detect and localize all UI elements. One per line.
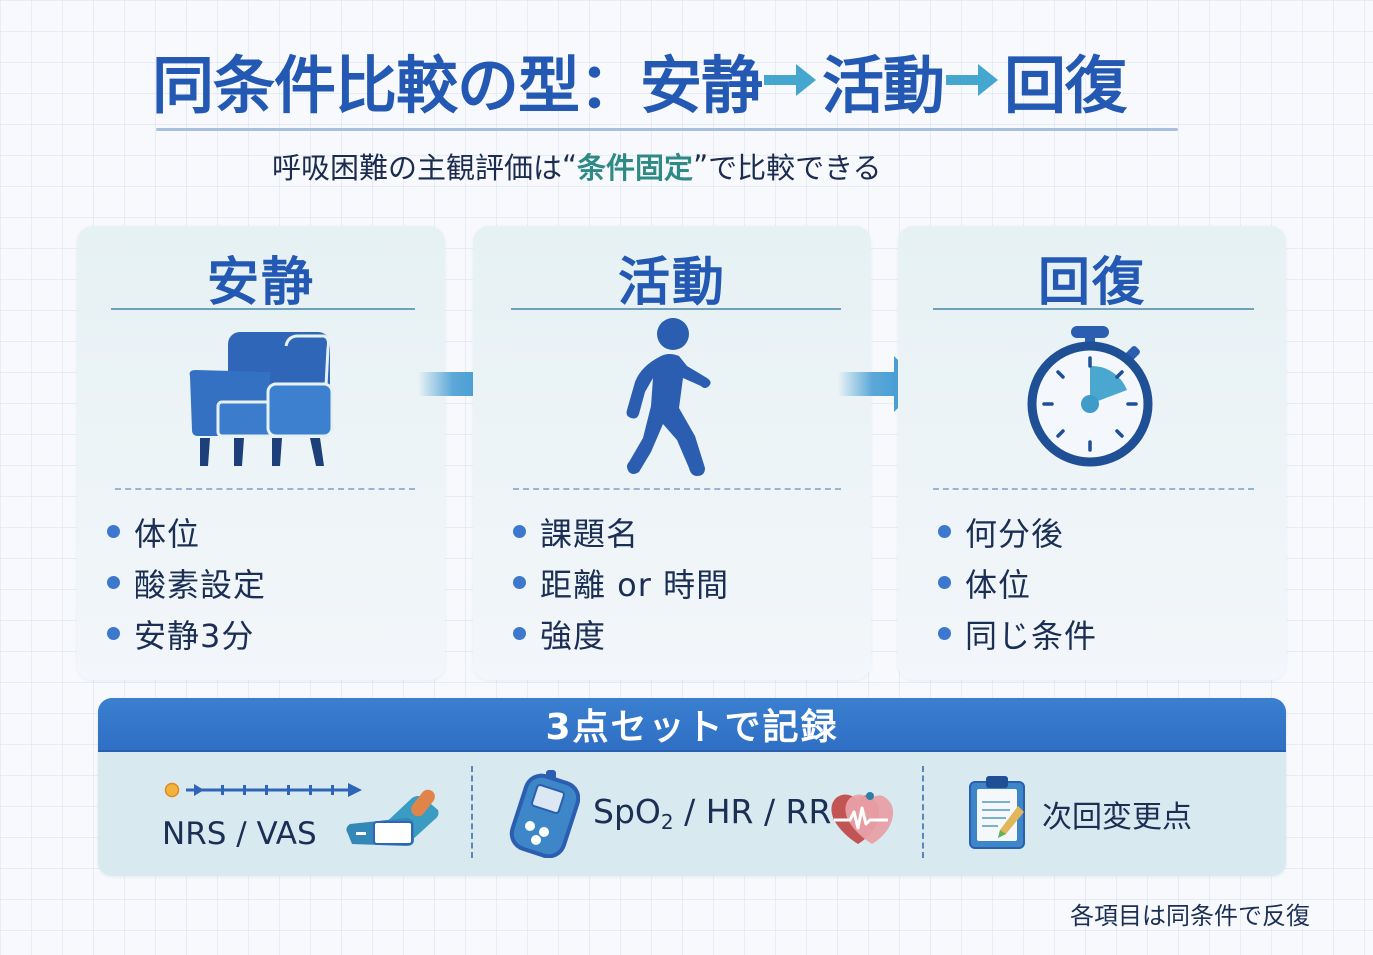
list-item: 距離 or 時間 xyxy=(513,557,729,608)
list-item-label: 体位 xyxy=(134,514,201,553)
phase-title: 安静 xyxy=(206,253,315,313)
bullet-icon xyxy=(513,627,526,640)
clipboard-pencil-icon xyxy=(968,774,1026,854)
subtitle-highlight: 条件固定 xyxy=(577,151,694,185)
list-item: 何分後 xyxy=(938,506,1097,557)
list-item: 強度 xyxy=(513,608,729,659)
phase-card-activity: 活動 課題名 距離 or 時間 強度 xyxy=(473,226,871,680)
spo2-subscript: 2 xyxy=(660,810,674,834)
separator xyxy=(922,766,924,858)
title-part-1: 同条件比較の型：安静 xyxy=(152,49,763,122)
bullet-icon xyxy=(107,576,120,589)
dashed-divider xyxy=(513,488,841,490)
footnote: 各項目は同条件で反復 xyxy=(1070,902,1310,930)
spo2-label: SpO xyxy=(593,792,661,831)
vitals-label: SpO2 / HR / RR xyxy=(593,792,831,834)
subtitle-prefix: 呼吸困難の主観評価は xyxy=(272,151,563,185)
phase-title: 活動 xyxy=(617,253,726,313)
title-divider xyxy=(156,128,1178,131)
list-item-label: 距離 or 時間 xyxy=(540,565,730,604)
stopwatch-icon xyxy=(1027,324,1157,473)
divider xyxy=(111,308,415,310)
list-item-label: 課題名 xyxy=(540,514,640,553)
record-title: 3点セットで記録 xyxy=(98,698,1286,752)
scale-line-icon xyxy=(164,782,364,802)
list-item: 体位 xyxy=(107,506,266,557)
page-title: 同条件比較の型：安静 活動 回復 xyxy=(152,40,1182,122)
list-item: 同じ条件 xyxy=(938,608,1097,659)
bullet-icon xyxy=(107,627,120,640)
bullet-icon xyxy=(107,525,120,538)
list-item-label: 酸素設定 xyxy=(134,565,267,604)
subtitle-suffix: で比較できる xyxy=(708,151,882,185)
list-item: 酸素設定 xyxy=(107,557,266,608)
heart-pulse-icon xyxy=(828,790,898,850)
quote-open: “ xyxy=(562,149,578,183)
dashed-divider xyxy=(115,488,415,490)
title-arrow-icon xyxy=(764,60,820,100)
list-item-label: 体位 xyxy=(965,565,1032,604)
monitor-device-icon xyxy=(508,770,581,862)
bullet-icon xyxy=(938,525,951,538)
phase-card-rest: 安静 体位 酸素設定 安静3分 xyxy=(77,226,445,680)
next-change-label: 次回変更点 xyxy=(1042,800,1192,835)
record-items: NRS / VAS SpO2 / HR / RR xyxy=(98,752,1286,876)
list-item-label: 同じ条件 xyxy=(965,616,1098,655)
walking-person-icon xyxy=(617,318,727,482)
bullet-icon xyxy=(938,627,951,640)
dashed-divider xyxy=(933,488,1254,490)
list-item: 安静3分 xyxy=(107,608,266,659)
record-panel: 3点セットで記録 NRS / VAS xyxy=(98,698,1286,876)
rest-checklist: 体位 酸素設定 安静3分 xyxy=(107,506,266,659)
bullet-icon xyxy=(513,525,526,538)
recovery-checklist: 何分後 体位 同じ条件 xyxy=(938,506,1097,659)
divider xyxy=(933,308,1254,310)
hr-rr-label: / HR / RR xyxy=(673,792,832,831)
armchair-icon xyxy=(186,326,336,470)
separator xyxy=(471,766,473,858)
phase-card-recovery: 回復 何分後 体位 同じ条件 xyxy=(898,226,1286,680)
list-item: 課題名 xyxy=(513,506,729,557)
list-item-label: 強度 xyxy=(540,616,607,655)
activity-checklist: 課題名 距離 or 時間 強度 xyxy=(513,506,729,659)
list-item-label: 安静3分 xyxy=(134,616,255,655)
list-item-label: 何分後 xyxy=(965,514,1065,553)
nrs-vas-label: NRS / VAS xyxy=(162,816,317,852)
title-arrow-icon xyxy=(946,60,1002,100)
bullet-icon xyxy=(513,576,526,589)
divider xyxy=(511,308,841,310)
title-part-3: 回復 xyxy=(1004,49,1127,122)
bullet-icon xyxy=(938,576,951,589)
quote-close: ” xyxy=(693,149,709,183)
title-part-2: 活動 xyxy=(822,49,945,122)
list-item: 体位 xyxy=(938,557,1097,608)
phase-title: 回復 xyxy=(1037,253,1146,313)
subtitle: 呼吸困難の主観評価は “ 条件固定 ” で比較できる xyxy=(272,146,882,186)
pulse-oximeter-finger-icon xyxy=(344,788,444,854)
